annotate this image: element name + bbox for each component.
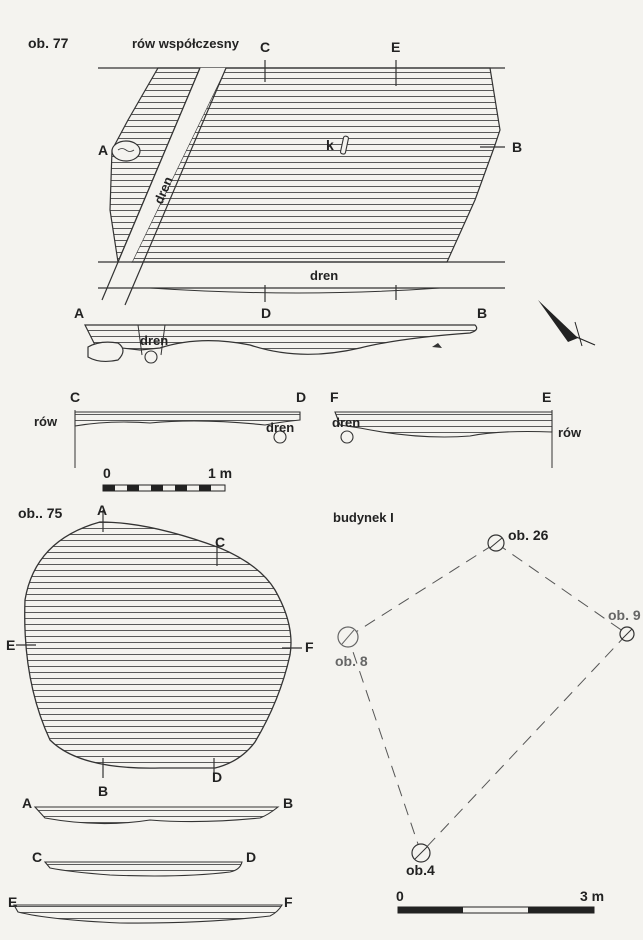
section-fe-label-f: F [330, 389, 339, 405]
ob77-label-b: B [512, 139, 522, 155]
ob75-section-cd: C D [32, 849, 256, 877]
post-ob26-label: ob. 26 [508, 527, 549, 543]
scale-3m-end: 3 m [580, 888, 604, 904]
ob77-stone [111, 140, 141, 162]
ob75-label-e: E [6, 637, 15, 653]
north-arrow-icon [538, 300, 596, 347]
ob75-label-b: B [98, 783, 108, 799]
scale-3m-zero: 0 [396, 888, 404, 904]
scale-1m-zero: 0 [103, 465, 111, 481]
ob75-label-f: F [305, 639, 314, 655]
ob77-plan: ob. 77 rów współczesny C E dren A B k dr… [28, 35, 522, 306]
ob77-section-fe: F E rów dren [330, 389, 582, 468]
section-ab-label-a: A [74, 305, 84, 321]
scale-bar-1m: 0 1 m [102, 465, 232, 492]
ob75-title: ob.. 75 [18, 505, 63, 521]
post-ob9-label: ob. 9 [608, 607, 641, 623]
building-plan: budynek I ob. 26 ob. 9 ob. 8 ob.4 [333, 510, 641, 878]
ob77-section-cd: C D rów dren [34, 389, 306, 468]
ob77-title: ob. 77 [28, 35, 69, 51]
scale-1m-end: 1 m [208, 465, 232, 481]
post-ob26: ob. 26 [487, 527, 549, 552]
ob75-sec-cd-label-c: C [32, 849, 42, 865]
section-cd-drain-label: dren [266, 420, 294, 435]
ob75-label-a: A [97, 502, 107, 518]
ob77-label-c: C [260, 39, 270, 55]
ob77-drain-label: dren [310, 268, 338, 283]
section-cd-ditch-label: rów [34, 414, 58, 429]
ob77-trench-label: rów współczesny [132, 36, 240, 51]
section-fe-ditch-label: rów [558, 425, 582, 440]
ob75-sec-cd-label-d: D [246, 849, 256, 865]
ob75-label-d: D [212, 769, 222, 785]
scale-bar-3m: 0 3 m [396, 888, 604, 914]
ob77-label-k: k [326, 137, 334, 153]
ob77-section-ab: A B D dren [74, 305, 487, 364]
post-ob9: ob. 9 [608, 607, 641, 642]
ob77-label-e: E [391, 39, 400, 55]
ob75-sec-ef-label-e: E [8, 894, 17, 910]
section-ab-drain-label: dren [140, 333, 168, 348]
section-ab-label-b: B [477, 305, 487, 321]
section-cd-label-c: C [70, 389, 80, 405]
section-ab-label-d: D [261, 305, 271, 321]
ob75-plan: ob.. 75 A C E F B D [6, 502, 314, 799]
ob75-section-ef: E F [8, 894, 293, 924]
building-title: budynek I [333, 510, 394, 525]
ob77-find-k [339, 135, 349, 155]
ob75-sec-ab-label-a: A [22, 795, 32, 811]
post-ob8-label: ob. 8 [335, 653, 368, 669]
section-fe-drain-label: dren [332, 415, 360, 430]
post-ob4-label: ob.4 [406, 862, 435, 878]
ob75-sec-ef-label-f: F [284, 894, 293, 910]
post-ob4: ob.4 [406, 843, 435, 878]
post-ob8: ob. 8 [335, 626, 368, 669]
ob75-section-ab: A B [22, 795, 293, 825]
ob75-fill [24, 521, 292, 769]
section-cd-label-d: D [296, 389, 306, 405]
ob75-label-c: C [215, 534, 225, 550]
ob77-label-a: A [98, 142, 108, 158]
section-fe-label-e: E [542, 389, 551, 405]
ob75-sec-ab-label-b: B [283, 795, 293, 811]
